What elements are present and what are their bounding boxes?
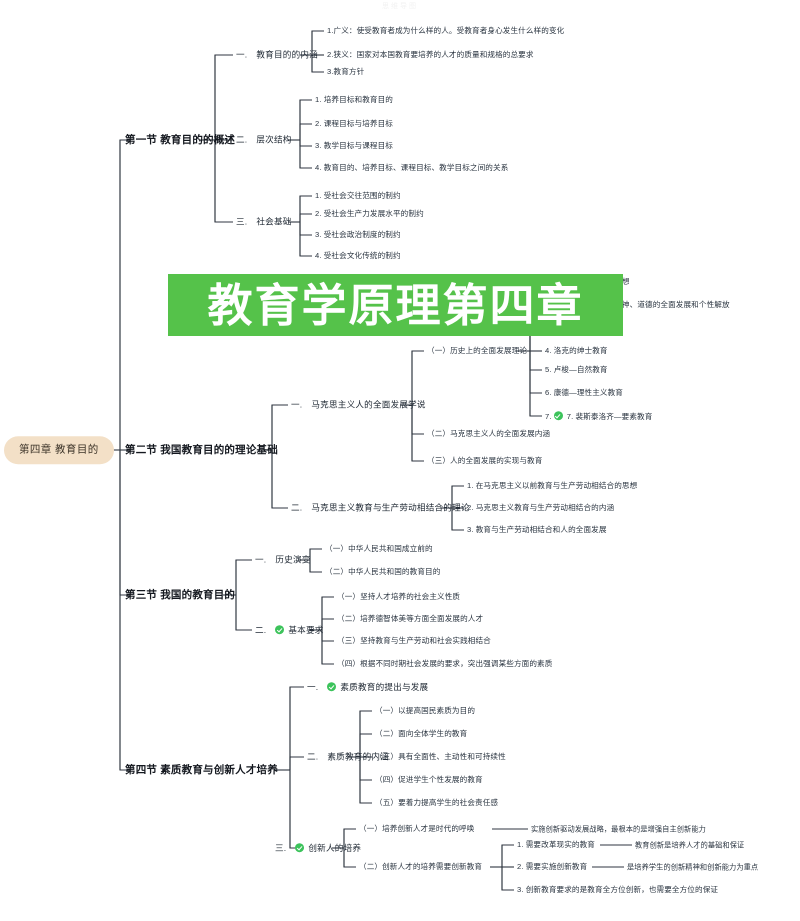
leaf-node[interactable]: 2. 课程目标与培养目标 [315, 119, 393, 129]
leaf-node[interactable]: （四）促进学生个性发展的教育 [375, 775, 483, 785]
branch-label: 基本要求 [288, 625, 324, 636]
leaf-node[interactable]: （二）创新人才的培养需要创新教育 [359, 862, 483, 872]
branch-label: 历史演变 [275, 554, 311, 565]
leaf-node[interactable]: 3. 创新教育要求的是教育全方位创新，也需要全方位的保证 [517, 885, 719, 895]
leaf-tail-note[interactable]: 教育创新是培养人才的基础和保证 [635, 840, 745, 850]
branch-2-2[interactable]: 二. 马克思主义教育与生产劳动相结合的理论 [291, 502, 470, 513]
leaf-node[interactable]: 1.广义：使受教育者成为什么样的人。受教育者身心发生什么样的变化 [327, 26, 565, 36]
title-banner: 教育学原理第四章 [168, 274, 623, 336]
section-heading-2[interactable]: 第二节 我国教育目的的理论基础 [125, 443, 278, 456]
branch-1-1[interactable]: 一. 教育目的的内涵 [236, 49, 318, 60]
branch-label: 教育目的的内涵 [256, 49, 318, 60]
branch-label: 层次结构 [256, 134, 292, 145]
leaf-node-checked[interactable]: 7. 7. 裴斯泰洛齐—要素教育 [545, 411, 652, 421]
leaf-node[interactable]: 2. 需要实施创新教育 [517, 862, 588, 872]
leaf-node[interactable]: 1. 培养目标和教育目的 [315, 95, 393, 105]
leaf-node[interactable]: （一）历史上的全面发展理论 [427, 346, 528, 356]
branch-ordinal: 二. [255, 625, 267, 636]
branch-label: 马克思主义教育与生产劳动相结合的理论 [311, 502, 470, 513]
leaf-node[interactable]: （三）具有全面性、主动性和可持续性 [375, 752, 506, 762]
branch-4-3[interactable]: 三. 创新人的培养 [275, 843, 361, 853]
leaf-node[interactable]: 6. 康德—理性主义教育 [545, 388, 623, 398]
watermark-text: 思维导图 [382, 3, 418, 10]
branch-ordinal: 二. [291, 502, 303, 513]
branch-ordinal: 一. [255, 554, 267, 565]
leaf-node[interactable]: 1. 在马克思主义以前教育与生产劳动相结合的思想 [467, 481, 638, 491]
branch-ordinal: 三. [275, 843, 287, 854]
leaf-node[interactable]: （二）面向全体学生的教育 [375, 729, 468, 739]
branch-ordinal: 一. [236, 49, 248, 60]
leaf-node[interactable]: （四）根据不同时期社会发展的要求，突出强调某些方面的素质 [337, 659, 553, 669]
leaf-node[interactable]: （二）培养德智体美等方面全面发展的人才 [337, 614, 484, 624]
leaf-node[interactable]: 4. 教育目的、培养目标、课程目标、教学目标之间的关系 [315, 163, 509, 173]
leaf-node[interactable]: 田—强调人的身体、精神、道德的全面发展和个性解放 [545, 300, 730, 310]
branch-ordinal: 一. [307, 682, 319, 693]
leaf-node[interactable]: （三）人的全面发展的实现与教育 [427, 456, 543, 466]
check-circle-icon [327, 682, 337, 692]
leaf-label: 7. 裴斯泰洛齐—要素教育 [566, 412, 653, 422]
branch-1-3[interactable]: 三. 社会基础 [236, 216, 292, 227]
branch-4-1[interactable]: 一. 素质教育的提出与发展 [307, 682, 428, 692]
branch-ordinal: 二. [236, 134, 248, 145]
branch-label: 马克思主义人的全面发展学说 [311, 399, 426, 410]
leaf-node[interactable]: （一）坚持人才培养的社会主义性质 [337, 592, 461, 602]
branch-1-2[interactable]: 二. 层次结构 [236, 134, 292, 145]
leaf-tail-note[interactable]: 是培养学生的创新精神和创新能力为重点 [627, 862, 759, 872]
section-heading-4[interactable]: 第四节 素质教育与创新人才培养 [125, 763, 278, 776]
section-heading-1[interactable]: 第一节 教育目的的概述 [125, 133, 236, 146]
leaf-node[interactable]: 2. 马克思主义教育与生产劳动相结合的内涵 [467, 503, 615, 513]
branch-label: 素质教育的提出与发展 [340, 682, 429, 693]
branch-4-2[interactable]: 二. 素质教育的内涵 [307, 751, 389, 762]
prefix-number: 7. [545, 412, 554, 422]
branch-ordinal: 二. [307, 751, 319, 762]
leaf-node[interactable]: 4. 受社会文化传统的制约 [315, 251, 401, 261]
leaf-node[interactable]: （三）坚持教育与生产劳动和社会实践相结合 [337, 636, 491, 646]
branch-label: 社会基础 [256, 216, 292, 227]
branch-2-1[interactable]: 一. 马克思主义人的全面发展学说 [291, 399, 426, 410]
leaf-node[interactable]: （一）中华人民共和国成立前的 [325, 544, 433, 554]
branch-ordinal: 一. [291, 399, 303, 410]
leaf-node[interactable]: 1. 受社会交往范围的制约 [315, 191, 401, 201]
leaf-node[interactable]: （一）以提高国民素质为目的 [375, 706, 476, 716]
leaf-node[interactable]: 2. 受社会生产力发展水平的制约 [315, 209, 424, 219]
branch-label: 创新人的培养 [308, 843, 362, 854]
section-heading-3[interactable]: 第三节 我国的教育目的 [125, 588, 236, 601]
leaf-node[interactable]: （二）马克思主义人的全面发展内涵 [427, 429, 551, 439]
branch-3-1[interactable]: 一. 历史演变 [255, 554, 311, 565]
leaf-tail-note[interactable]: 实施创新驱动发展战略，最根本的是增强自主创新能力 [531, 824, 706, 834]
leaf-node[interactable]: 3.教育方针 [327, 67, 365, 77]
leaf-node[interactable]: 5. 卢梭—自然教育 [545, 365, 608, 375]
check-circle-icon [553, 411, 563, 421]
leaf-node[interactable]: 3. 受社会政治制度的制约 [315, 230, 401, 240]
check-circle-icon [295, 843, 305, 853]
leaf-node[interactable]: 3. 教学目标与课程目标 [315, 141, 393, 151]
leaf-node[interactable]: （二）中华人民共和国的教育目的 [325, 567, 441, 577]
title-banner-text: 教育学原理第四章 [207, 278, 584, 332]
leaf-node[interactable]: （一）培养创新人才是时代的呼唤 [359, 824, 475, 834]
leaf-node[interactable]: 1. 需要改革现实的教育 [517, 840, 595, 850]
leaf-node[interactable]: 4. 洛克的绅士教育 [545, 346, 608, 356]
check-circle-icon [275, 625, 285, 635]
leaf-node[interactable]: （五）要着力提高学生的社会责任感 [375, 798, 499, 808]
branch-ordinal: 三. [236, 216, 248, 227]
branch-3-2[interactable]: 二. 基本要求 [255, 625, 324, 635]
leaf-node[interactable]: 2.狭义：国家对本国教育要培养的人才的质量和规格的总要求 [327, 50, 534, 60]
leaf-node[interactable]: 3. 教育与生产劳动相结合和人的全面发展 [467, 525, 607, 535]
branch-label: 素质教育的内涵 [327, 751, 389, 762]
root-node[interactable]: 第四章 教育目的 [4, 436, 114, 464]
